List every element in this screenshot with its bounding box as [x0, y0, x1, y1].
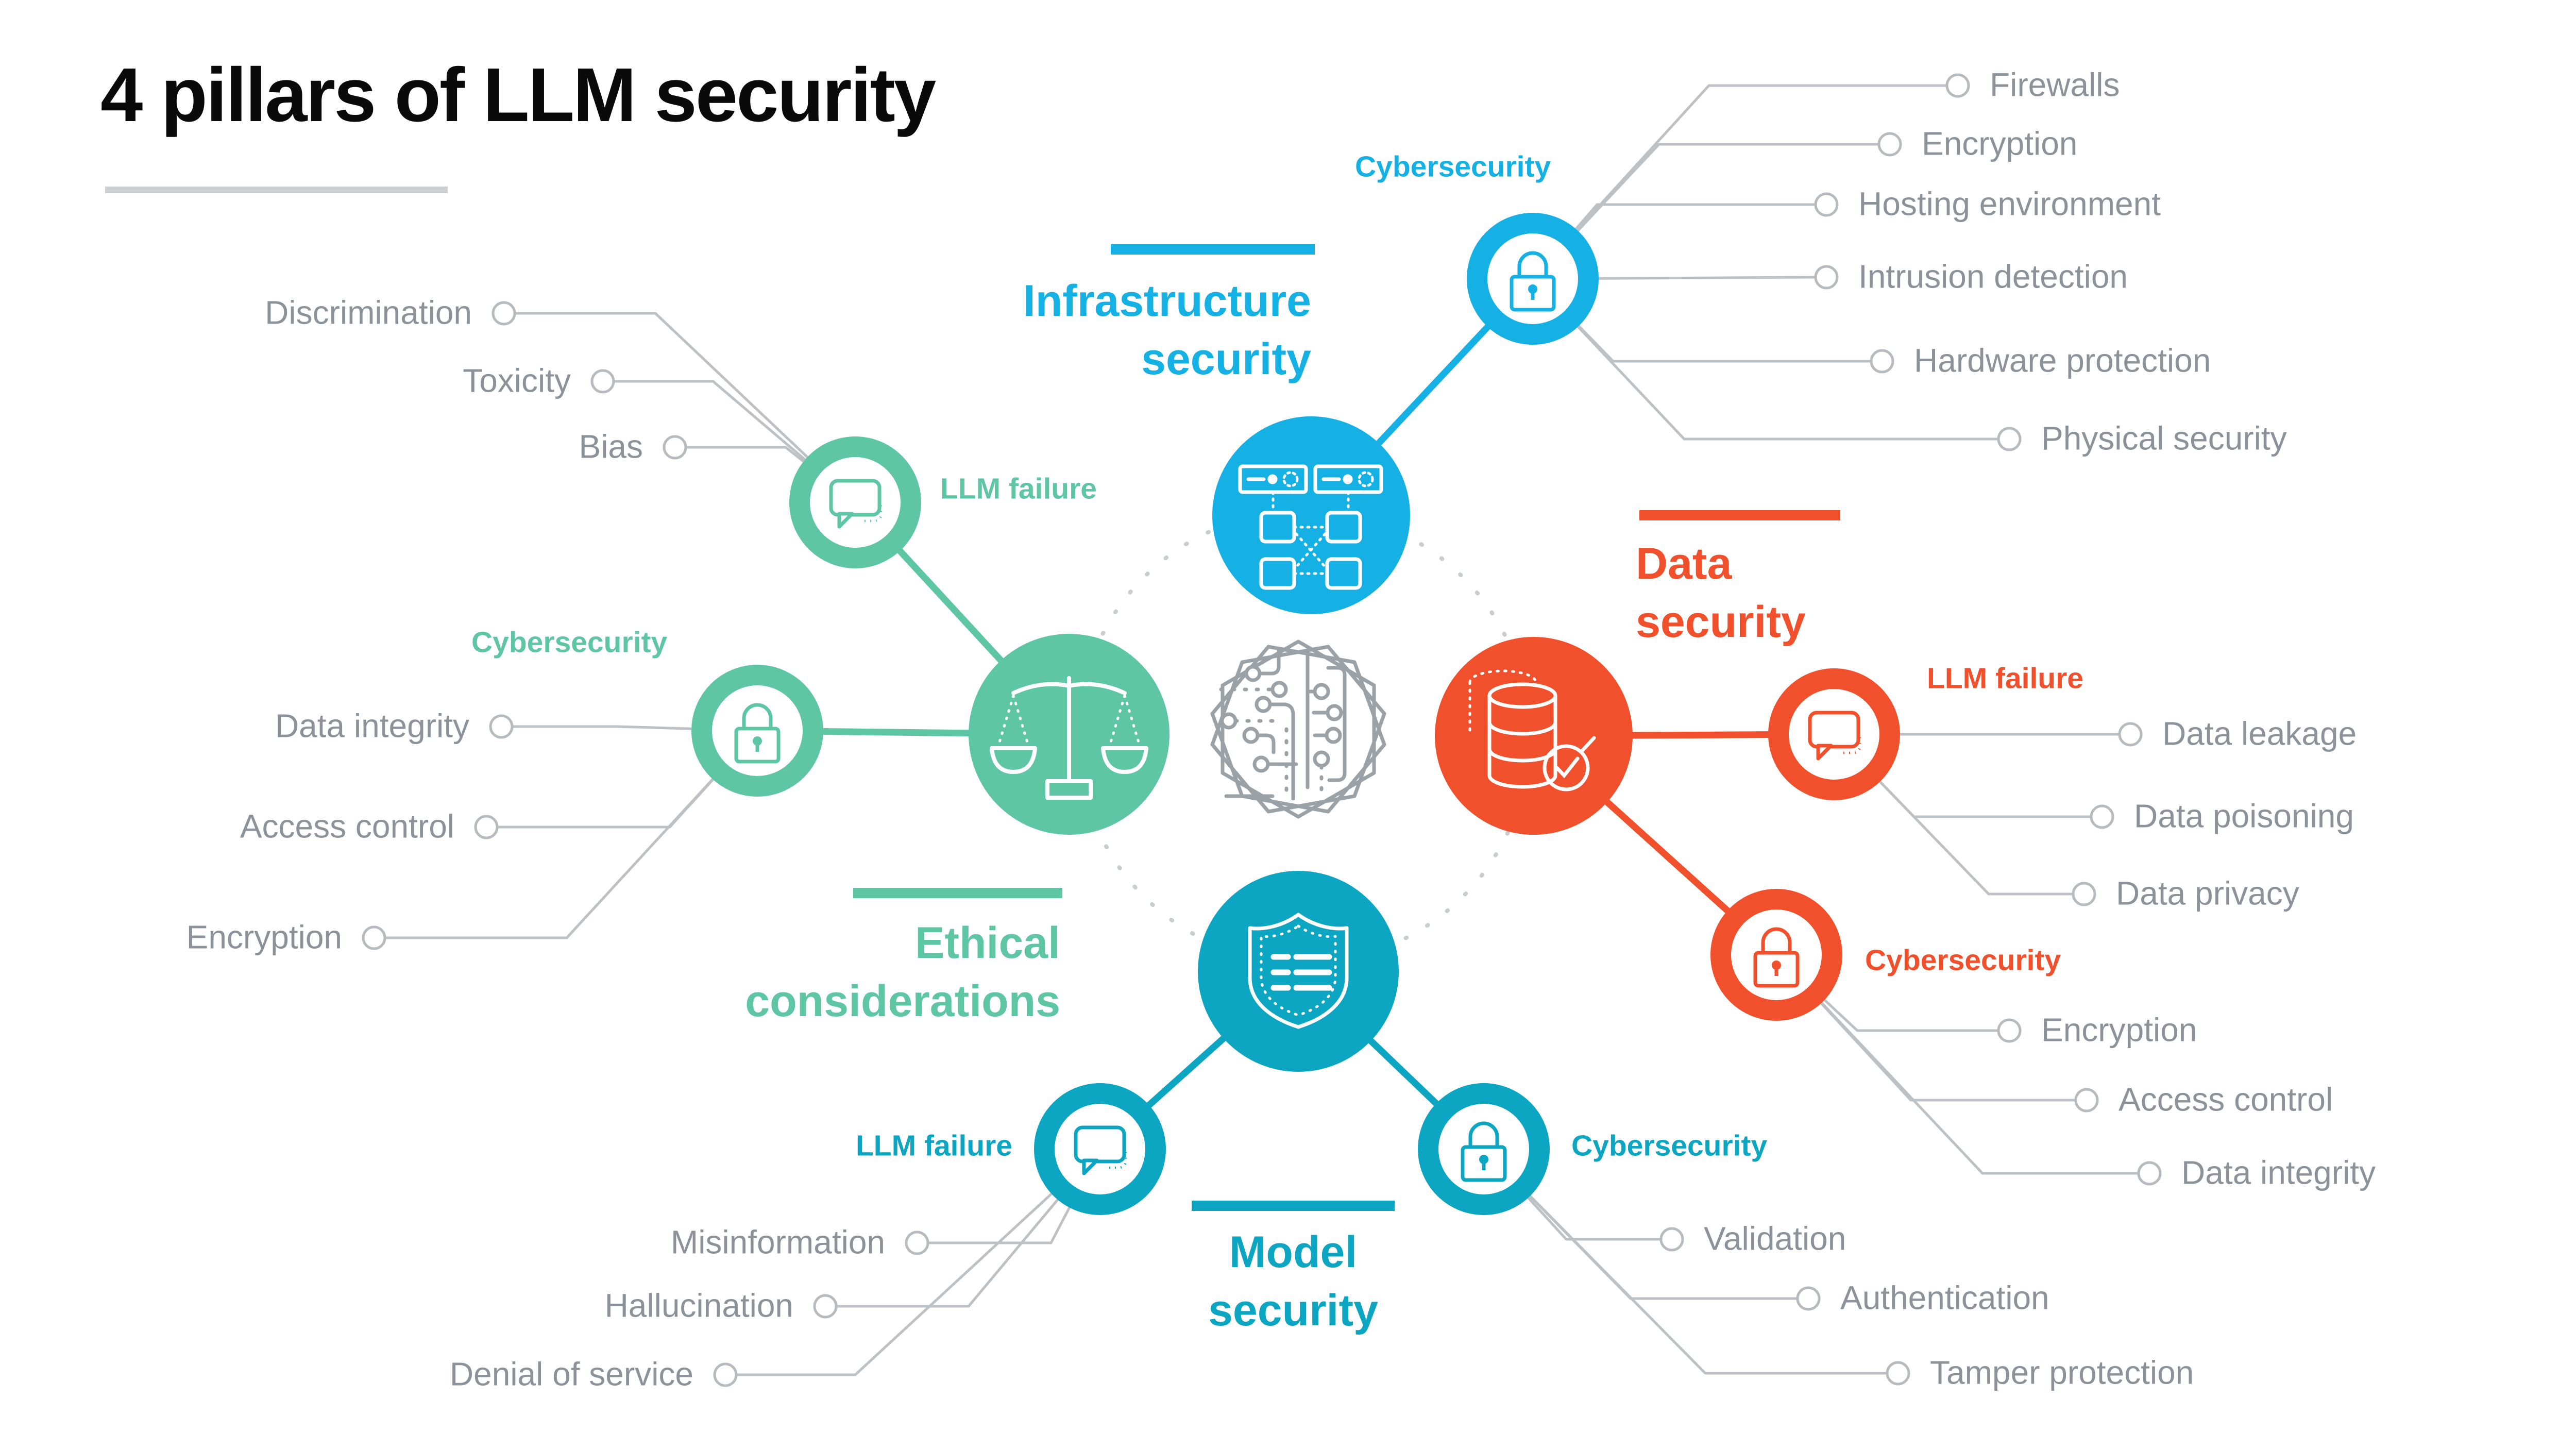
item-authentication: Authentication	[1840, 1279, 2049, 1317]
infrastructure-title-line1: Infrastructure	[1023, 276, 1311, 326]
item-data-poisoning: Data poisoning	[2134, 797, 2354, 835]
item-hallucination: Hallucination	[604, 1287, 793, 1324]
scales-icon	[990, 676, 1148, 800]
label-llm-failure-data: LLM failure	[1927, 662, 2084, 695]
data-circle	[1435, 637, 1633, 835]
ethical-title-bar	[853, 888, 1062, 898]
label-cybersecurity-model: Cybersecurity	[1571, 1129, 1768, 1162]
item-data-privacy: Data privacy	[2116, 874, 2299, 912]
model-title-bar	[1192, 1201, 1395, 1211]
data-title: Data security	[1636, 535, 1806, 651]
item-misinformation: Misinformation	[670, 1223, 885, 1261]
ethical-title: Ethical considerations	[745, 914, 1060, 1031]
data-title-line2: security	[1636, 597, 1806, 647]
infrastructure-title-line2: security	[1141, 334, 1311, 384]
cybersecurity-node-ethical	[691, 665, 823, 797]
item-access-control-data: Access control	[2119, 1081, 2333, 1118]
chat-icon	[1074, 1125, 1127, 1175]
cybersecurity-node-model	[1418, 1083, 1550, 1215]
model-title: Model security	[1190, 1223, 1396, 1340]
label-cybersecurity-infrastructure: Cybersecurity	[1355, 150, 1551, 183]
brain-circuit-icon	[1219, 648, 1347, 801]
label-llm-failure-ethical: LLM failure	[940, 472, 1097, 506]
chat-icon	[1808, 711, 1861, 761]
ethical-circle	[969, 634, 1170, 835]
item-discrimination: Discrimination	[265, 294, 472, 331]
item-access-control-ethical: Access control	[240, 807, 454, 845]
server-network-icon	[1238, 464, 1383, 590]
item-denial-of-service: Denial of service	[449, 1355, 693, 1393]
lock-icon	[1510, 251, 1556, 312]
model-title-line1: Model	[1229, 1227, 1358, 1277]
label-cybersecurity-ethical: Cybersecurity	[471, 626, 668, 659]
infrastructure-title: Infrastructure security	[1023, 272, 1311, 389]
lock-icon	[1753, 927, 1800, 988]
model-title-line2: security	[1208, 1286, 1378, 1335]
item-bias: Bias	[579, 428, 643, 465]
item-toxicity: Toxicity	[463, 362, 571, 399]
data-title-line1: Data	[1636, 539, 1732, 588]
item-data-integrity-ethical: Data integrity	[275, 707, 469, 745]
item-validation: Validation	[1704, 1220, 1846, 1257]
infrastructure-circle	[1212, 416, 1410, 614]
ethical-title-line2: considerations	[745, 976, 1060, 1026]
item-hosting-environment: Hosting environment	[1858, 185, 2161, 223]
llm-failure-node-model	[1034, 1083, 1166, 1215]
item-hardware-protection: Hardware protection	[1914, 342, 2211, 379]
cybersecurity-node-data	[1710, 889, 1842, 1021]
label-llm-failure-model: LLM failure	[855, 1129, 1012, 1162]
item-intrusion-detection: Intrusion detection	[1858, 258, 2128, 295]
cybersecurity-node-infrastructure	[1467, 213, 1599, 345]
ethical-title-line1: Ethical	[915, 918, 1060, 968]
shield-list-icon	[1248, 913, 1349, 1029]
item-encryption-infra: Encryption	[1922, 125, 2078, 162]
label-cybersecurity-data: Cybersecurity	[1865, 943, 2061, 977]
lock-icon	[1461, 1121, 1507, 1182]
ai-brain-wreath	[1210, 639, 1386, 819]
page-title: 4 pillars of LLM security	[100, 53, 936, 138]
chat-icon	[829, 479, 883, 529]
item-encryption-ethical: Encryption	[186, 918, 342, 956]
database-check-icon	[1468, 669, 1596, 791]
item-firewalls: Firewalls	[1990, 66, 2120, 104]
item-encryption-data: Encryption	[2041, 1011, 2197, 1049]
item-physical-security: Physical security	[2041, 419, 2287, 457]
llm-failure-node-ethical	[789, 436, 921, 568]
item-tamper-protection: Tamper protection	[1930, 1354, 2194, 1391]
model-circle	[1198, 871, 1399, 1072]
data-title-bar	[1639, 510, 1840, 520]
item-data-leakage: Data leakage	[2162, 715, 2357, 752]
llm-failure-node-data	[1768, 668, 1900, 800]
connector-end-dots	[362, 73, 2162, 1387]
infrastructure-title-bar	[1111, 244, 1315, 255]
title-underline	[105, 187, 448, 193]
item-data-integrity-data: Data integrity	[2181, 1154, 2376, 1191]
lock-icon	[734, 703, 781, 764]
